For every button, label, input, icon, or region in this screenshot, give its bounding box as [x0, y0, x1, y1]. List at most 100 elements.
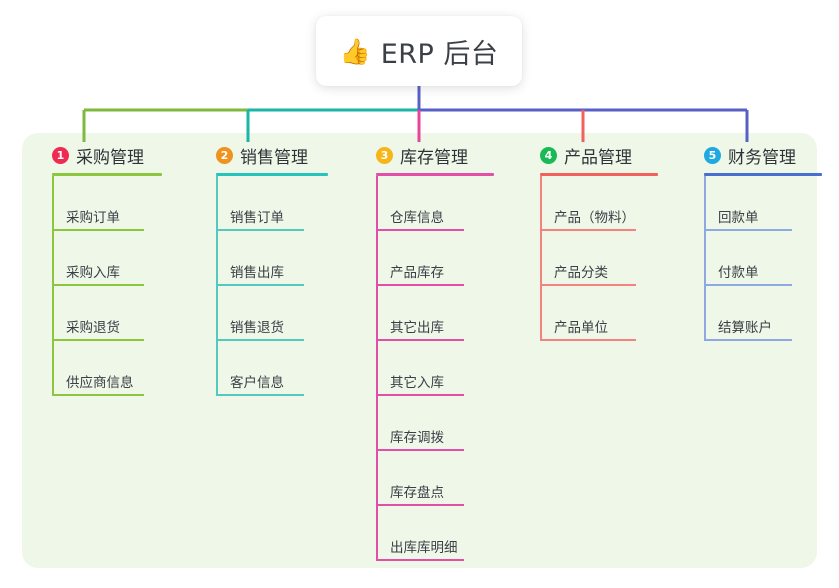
column-index-badge: 4 [540, 146, 557, 164]
column-index-badge: 3 [376, 146, 393, 164]
leaf-item[interactable]: 回款单 [704, 176, 839, 231]
column-header-rule [704, 173, 822, 176]
leaf-item-label: 产品（物料） [554, 210, 635, 226]
column-index-badge: 2 [216, 146, 233, 164]
column-title: 财务管理 [728, 147, 796, 168]
column-库存管理: 3 库存管理仓库信息产品库存其它出库其它入库库存调拨库存盘点出库库明细 [360, 143, 512, 561]
column-index-badge: 1 [52, 146, 69, 164]
leaf-item[interactable]: 产品分类 [540, 231, 676, 286]
leaf-item[interactable]: 供应商信息 [52, 341, 188, 396]
leaf-item[interactable]: 库存盘点 [376, 451, 512, 506]
leaf-item[interactable]: 销售出库 [216, 231, 352, 286]
leaf-item[interactable]: 采购订单 [52, 176, 188, 231]
leaf-item-label: 销售订单 [230, 210, 284, 226]
leaf-item-label: 结算账户 [718, 320, 772, 336]
column-header-rule [52, 173, 162, 176]
leaf-item-label: 采购退货 [66, 320, 120, 336]
leaf-item[interactable]: 其它出库 [376, 286, 512, 341]
column-index-badge: 5 [704, 146, 721, 164]
column-产品管理: 4 产品管理产品（物料） 产品分类产品单位 [524, 143, 676, 341]
leaf-item-rule [376, 449, 464, 451]
leaf-item[interactable]: 客户信息 [216, 341, 352, 396]
leaf-item-rule [376, 284, 464, 286]
leaf-item-label: 仓库信息 [390, 210, 444, 226]
leaf-item[interactable]: 销售退货 [216, 286, 352, 341]
leaf-item-rule [216, 229, 304, 231]
column-header[interactable]: 1 采购管理 [36, 143, 188, 168]
leaf-item-rule [52, 229, 144, 231]
leaf-item-label: 销售退货 [230, 320, 284, 336]
leaf-item-rule [704, 229, 792, 231]
leaf-item-rule [704, 284, 792, 286]
leaf-item-label: 采购订单 [66, 210, 120, 226]
leaf-item-rule [52, 284, 144, 286]
leaf-item-label: 采购入库 [66, 265, 120, 281]
leaf-item[interactable]: 采购退货 [52, 286, 188, 341]
leaf-item-rule [216, 284, 304, 286]
column-header[interactable]: 5 财务管理 [688, 143, 839, 168]
root-title-card[interactable]: 👍 ERP 后台 [316, 16, 522, 86]
thumbs-up-icon: 👍 [339, 36, 371, 66]
leaf-item[interactable]: 产品库存 [376, 231, 512, 286]
leaf-item[interactable]: 库存调拨 [376, 396, 512, 451]
leaf-item-rule [376, 559, 464, 561]
leaf-item[interactable]: 结算账户 [704, 286, 839, 341]
leaf-item[interactable]: 销售订单 [216, 176, 352, 231]
leaf-item-rule [52, 339, 144, 341]
column-spine [376, 176, 378, 561]
leaf-item[interactable]: 其它入库 [376, 341, 512, 396]
column-title: 产品管理 [564, 147, 632, 168]
column-spine [216, 176, 218, 396]
page-title: ERP 后台 [380, 38, 499, 70]
leaf-item-label: 产品单位 [554, 320, 608, 336]
leaf-item-label: 供应商信息 [66, 375, 134, 391]
leaf-item[interactable]: 仓库信息 [376, 176, 512, 231]
column-header-rule [540, 173, 658, 176]
leaf-item-label: 产品分类 [554, 265, 608, 281]
leaf-item[interactable]: 付款单 [704, 231, 839, 286]
leaf-item-rule [216, 339, 304, 341]
leaf-item-label: 库存调拨 [390, 430, 444, 446]
leaf-item-rule [704, 339, 792, 341]
leaf-item-rule [376, 229, 464, 231]
column-header[interactable]: 3 库存管理 [360, 143, 512, 168]
column-采购管理: 1 采购管理采购订单采购入库采购退货供应商信息 [36, 143, 188, 396]
leaf-item-label: 其它出库 [390, 320, 444, 336]
column-header-rule [216, 173, 328, 176]
column-spine [704, 176, 706, 341]
column-items: 采购订单采购入库采购退货供应商信息 [36, 176, 188, 396]
column-财务管理: 5 财务管理回款单付款单结算账户 [688, 143, 839, 341]
leaf-item-label: 产品库存 [390, 265, 444, 281]
leaf-item-rule [540, 229, 636, 231]
column-items: 仓库信息产品库存其它出库其它入库库存调拨库存盘点出库库明细 [360, 176, 512, 561]
leaf-item-rule [540, 284, 636, 286]
leaf-item[interactable]: 产品（物料） [540, 176, 676, 231]
column-header[interactable]: 4 产品管理 [524, 143, 676, 168]
column-title: 采购管理 [76, 147, 144, 168]
column-spine [540, 176, 542, 341]
column-header-rule [376, 173, 494, 176]
leaf-item-rule [376, 394, 464, 396]
leaf-item-rule [52, 394, 144, 396]
column-spine [52, 176, 54, 396]
leaf-item-label: 其它入库 [390, 375, 444, 391]
column-items: 销售订单销售出库销售退货客户信息 [200, 176, 352, 396]
column-items: 产品（物料） 产品分类产品单位 [524, 176, 676, 341]
leaf-item[interactable]: 出库库明细 [376, 506, 512, 561]
leaf-item-rule [376, 504, 464, 506]
leaf-item-label: 付款单 [718, 265, 759, 281]
leaf-item-label: 回款单 [718, 210, 759, 226]
column-title: 库存管理 [400, 147, 468, 168]
leaf-item[interactable]: 采购入库 [52, 231, 188, 286]
leaf-item-label: 客户信息 [230, 375, 284, 391]
leaf-item-label: 出库库明细 [390, 540, 458, 556]
leaf-item-rule [540, 339, 636, 341]
leaf-item[interactable]: 产品单位 [540, 286, 676, 341]
leaf-item-label: 销售出库 [230, 265, 284, 281]
leaf-item-label: 库存盘点 [390, 485, 444, 501]
leaf-item-rule [216, 394, 304, 396]
diagram-panel [22, 133, 817, 568]
